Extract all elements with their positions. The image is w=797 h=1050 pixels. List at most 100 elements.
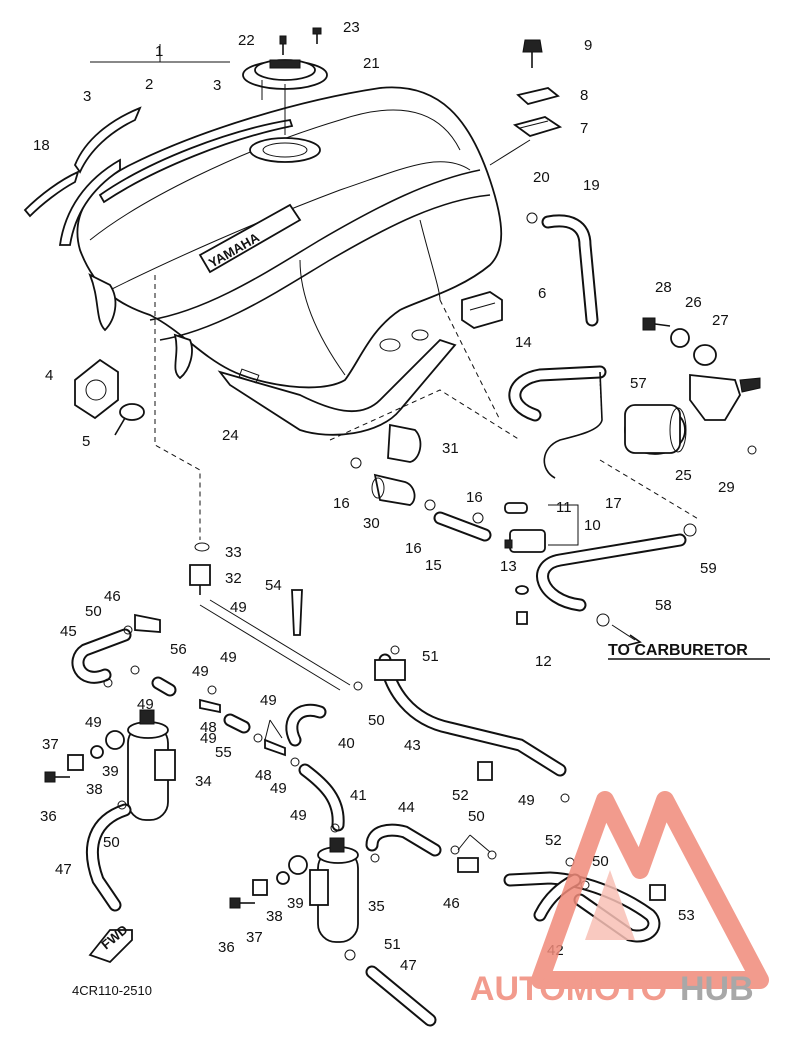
callout: 52 [452,787,469,804]
callout: 49 [270,780,287,797]
callout: 41 [350,787,367,804]
callout: 54 [265,577,282,594]
callout: 43 [404,737,421,754]
callout: 16 [466,489,483,506]
callout: 49 [230,599,247,616]
callout: 13 [500,558,517,575]
callout: 55 [215,744,232,761]
fuel-cap [242,59,328,135]
callout: 46 [443,895,460,912]
callout: 14 [515,334,532,351]
callout: 49 [192,663,209,680]
leader-lines [90,44,701,540]
callout: 1 [155,43,163,60]
callout: 50 [368,712,385,729]
callout: 20 [533,169,550,186]
callout: 6 [538,285,546,302]
carburetor-hose [536,523,697,646]
callout: 49 [518,792,535,809]
callout: 48 [255,767,272,784]
callout: 28 [655,279,672,296]
callout: 34 [195,773,212,790]
fuel-pump-area [508,317,761,479]
tank-graphics [23,106,294,246]
to-carburetor-note: TO CARBURETOR [608,642,748,659]
callout: 22 [238,32,255,49]
callout: 11 [556,499,572,516]
callout: 49 [260,692,277,709]
callout: 36 [218,939,235,956]
callout: 4 [45,367,53,384]
callout: 57 [630,375,647,392]
callout: 26 [685,294,702,311]
callout: 49 [137,696,154,713]
callout: 15 [425,557,442,574]
callout: 53 [678,907,695,924]
callout: 39 [287,895,304,912]
callout: 37 [246,929,263,946]
callout: 33 [225,544,242,561]
callout: 5 [82,433,90,450]
callout: 47 [400,957,417,974]
fuel-tank: YAMAHA [76,86,503,436]
callout: 45 [60,623,77,640]
callout: 50 [103,834,120,851]
callout: 18 [33,137,50,154]
callout: 47 [55,861,72,878]
callout: 56 [170,641,187,658]
callout: 49 [85,714,102,731]
callout: 27 [712,312,729,329]
callout: 52 [545,832,562,849]
callout: 7 [580,120,588,137]
tank-bottom-plate [217,338,457,436]
drawing-code: 4CR110-2510 [72,983,152,998]
callout: 39 [102,763,119,780]
fuel-filter [350,423,492,542]
breather-hose [526,212,599,327]
watermark-logo: AUTOMOTO HUB [470,791,769,1008]
fwd-arrow: FWD [88,922,133,964]
callout: 9 [584,37,592,54]
callout: 59 [700,560,717,577]
callout: 10 [584,517,601,534]
callout: 24 [222,427,239,444]
callout: 37 [42,736,59,753]
screw [279,27,322,55]
callout: 35 [368,898,385,915]
callout: 36 [40,808,57,825]
callout: 49 [200,730,217,747]
tank-mount-parts [461,39,563,329]
callout: 2 [145,76,153,93]
tank-damper [74,358,145,436]
callout: 48 [200,719,217,736]
callout: 32 [225,570,242,587]
callout: 29 [718,479,735,496]
callout: 3 [83,88,91,105]
callout: 31 [442,440,459,457]
callout: 25 [675,467,692,484]
callout: 40 [338,735,355,752]
callout: 50 [592,853,609,870]
callout: 49 [220,649,237,666]
callout: 38 [86,781,103,798]
callout: 12 [535,653,552,670]
callout: 16 [333,495,350,512]
callout: 38 [266,908,283,925]
callout: 50 [468,808,485,825]
evap-system [44,504,666,1027]
callout: 58 [655,597,672,614]
watermark-part2: HUB [680,970,754,1008]
watermark-part1: AUTOMOTO [470,970,667,1008]
callout: 19 [583,177,600,194]
callout-labels: 1 2 3 3 4 5 6 7 8 9 10 11 12 13 14 15 16… [33,19,735,974]
callout: 21 [363,55,380,72]
callout: 51 [384,936,401,953]
callout: 50 [85,603,102,620]
callout: 44 [398,799,415,816]
callout: 46 [104,588,121,605]
callout: 3 [213,77,221,94]
callout: 17 [605,495,622,512]
callout: 49 [290,807,307,824]
fuel-cock [504,502,546,625]
